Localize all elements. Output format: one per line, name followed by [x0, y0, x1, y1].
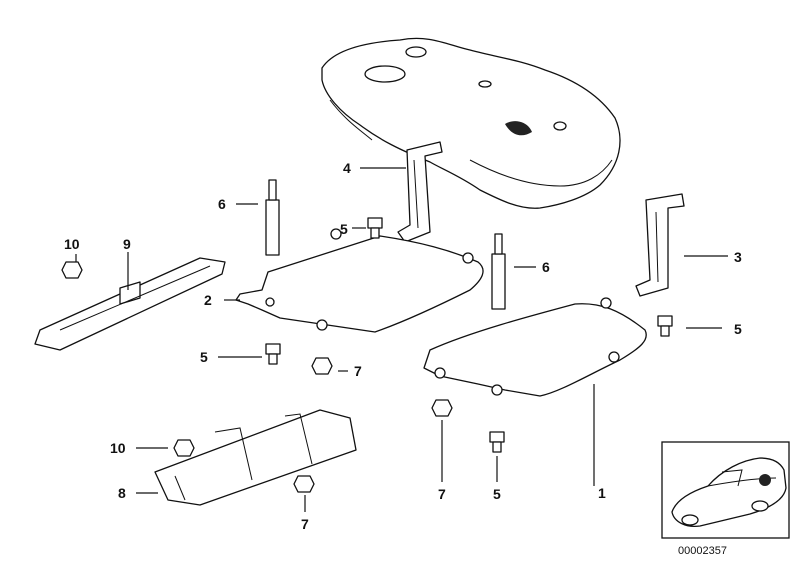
diagram-code: 00002357 — [678, 545, 727, 557]
callout-6-left: 6 — [218, 196, 226, 212]
callout-10-top: 10 — [64, 236, 80, 252]
callout-5-left: 5 — [200, 349, 208, 365]
nut-part-7a — [311, 357, 333, 375]
callout-8: 8 — [118, 485, 126, 501]
nut-part-7b — [431, 399, 453, 417]
callout-2: 2 — [204, 292, 212, 308]
rail-part-9 — [34, 257, 226, 351]
channel-part-8 — [154, 409, 357, 506]
callout-5-top: 5 — [340, 221, 348, 237]
callout-4: 4 — [343, 160, 351, 176]
callout-7-bottom: 7 — [301, 516, 309, 532]
callout-3: 3 — [734, 249, 742, 265]
tank-cover — [321, 37, 621, 209]
vehicle-thumbnail — [661, 441, 790, 539]
plate-part-1 — [423, 297, 647, 397]
callout-5-right: 5 — [734, 321, 742, 337]
stud-part-6-left — [265, 179, 280, 256]
nut-part-10b — [173, 439, 195, 457]
stud-part-6-right — [491, 233, 506, 310]
callout-6-right: 6 — [542, 259, 550, 275]
plate-part-2 — [235, 228, 484, 333]
bolt-part-5c — [657, 315, 673, 337]
bolt-part-5a — [367, 217, 383, 239]
callout-10-bottom: 10 — [110, 440, 126, 456]
callout-9: 9 — [123, 236, 131, 252]
nut-part-10a — [61, 261, 83, 279]
callout-1: 1 — [598, 485, 606, 501]
bracket-part-4 — [397, 141, 443, 243]
bracket-part-3 — [635, 193, 685, 297]
callout-7-mid: 7 — [354, 363, 362, 379]
nut-part-7c — [293, 475, 315, 493]
bolt-part-5b — [265, 343, 281, 365]
car-silhouette-icon — [671, 457, 787, 528]
callout-7-lower: 7 — [438, 486, 446, 502]
callout-5-bottom: 5 — [493, 486, 501, 502]
bolt-part-5d — [489, 431, 505, 453]
